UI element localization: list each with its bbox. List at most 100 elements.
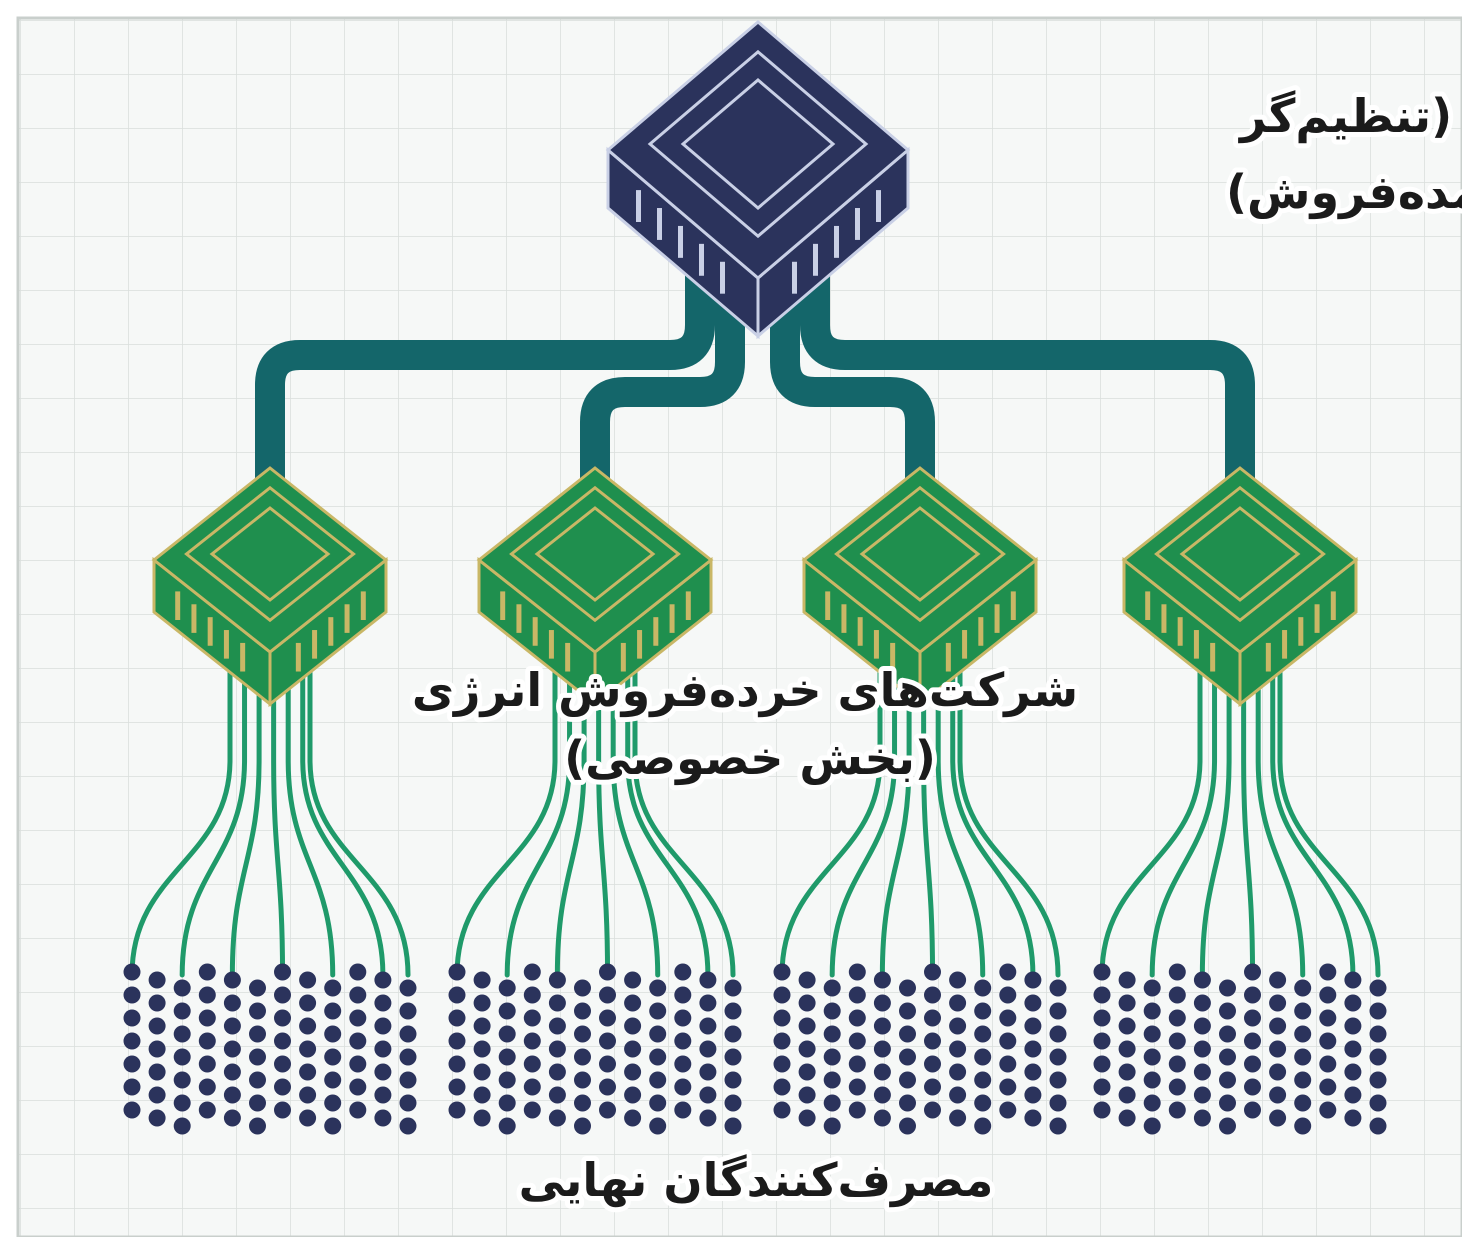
consumer-dot (349, 986, 367, 1004)
branch-line (554, 637, 587, 978)
consumer-dot (1143, 1071, 1161, 1089)
consumer-dot (223, 971, 241, 989)
consumer-dot (223, 1063, 241, 1081)
consumer-dot (1294, 1117, 1312, 1135)
branch-line (625, 637, 711, 978)
chip-pin (565, 642, 571, 672)
branch-line (1277, 637, 1381, 978)
consumer-dot (649, 1048, 667, 1066)
consumer-dot (873, 1017, 891, 1035)
consumer-dot (249, 1094, 266, 1112)
consumer-dot (1049, 1071, 1067, 1089)
consumer-dot (674, 1009, 692, 1027)
consumer-dot (299, 1063, 317, 1081)
consumer-dot (324, 979, 342, 997)
consumer-dot (1168, 1055, 1186, 1073)
consumer-dot (198, 963, 216, 981)
consumer-dot (1344, 1017, 1362, 1035)
consumer-dot (198, 1009, 216, 1027)
consumer-dot (548, 1063, 566, 1081)
consumer-dot (123, 1101, 141, 1119)
consumer-dot (1143, 1094, 1161, 1112)
chip-pin (678, 225, 683, 258)
consumer-dot (1024, 994, 1042, 1012)
consumer-dot (1344, 971, 1362, 989)
consumer-dot (1369, 1117, 1387, 1135)
consumer-dot (974, 1071, 992, 1089)
chip-pin (657, 208, 662, 240)
branch-line (1241, 637, 1256, 978)
consumer-group (123, 963, 417, 1135)
consumer-dot (448, 1078, 466, 1096)
consumer-dot (699, 1086, 717, 1104)
consumer-dot (649, 1025, 667, 1043)
branch-line (596, 637, 611, 978)
chip-pin (175, 591, 181, 620)
chip-pin (825, 591, 831, 620)
chip-pin (813, 243, 818, 276)
consumer-dot (873, 994, 891, 1012)
retailer-chip-icon (476, 466, 714, 708)
consumer-dot (823, 1002, 841, 1020)
consumer-dot (1344, 1109, 1362, 1127)
consumer-dot (1143, 1117, 1161, 1135)
consumer-dot (374, 994, 392, 1012)
consumer-dot (599, 1078, 616, 1096)
consumer-dot (123, 1009, 141, 1027)
consumer-dot (1369, 979, 1387, 997)
retailer-chip-icon (151, 466, 389, 708)
consumer-dot (798, 1086, 816, 1104)
consumer-dot (1369, 1071, 1387, 1089)
consumer-dot (274, 1055, 291, 1073)
consumer-connection-lines (129, 637, 1381, 978)
consumer-dot (1219, 1048, 1236, 1066)
consumer-dot (173, 979, 191, 997)
consumer-dot (148, 1040, 166, 1058)
chip-top-face (151, 466, 389, 654)
consumer-dot (848, 1078, 866, 1096)
consumer-dot (1269, 1109, 1287, 1127)
consumer-dot (1369, 1048, 1387, 1066)
consumer-dot (899, 1071, 916, 1089)
consumer-dot (1049, 1025, 1067, 1043)
branch-line (935, 637, 986, 978)
chip-pin (855, 208, 860, 240)
chip-rim (209, 506, 331, 602)
consumer-dot (848, 963, 866, 981)
consumer-dot (1168, 986, 1186, 1004)
consumer-dot (949, 1109, 967, 1127)
consumer-dot (498, 979, 516, 997)
consumer-group (448, 963, 742, 1135)
consumer-dot (1244, 1101, 1261, 1119)
consumer-dot (1118, 1063, 1136, 1081)
consumer-dot (949, 1063, 967, 1081)
consumer-dot (848, 1101, 866, 1119)
consumer-dot (473, 1063, 491, 1081)
consumer-dot (374, 1063, 392, 1081)
consumers-label: مصرف‌کنندگان نهایی (519, 1153, 994, 1207)
consumer-dot (324, 1094, 342, 1112)
consumer-dot (624, 1109, 642, 1127)
consumer-dot (1294, 979, 1312, 997)
chip-pin (945, 642, 951, 672)
consumer-dot (1168, 1101, 1186, 1119)
consumer-dot (574, 1025, 591, 1043)
consumer-dot (523, 1055, 541, 1073)
consumer-dot (548, 1017, 566, 1035)
chip-pin (1010, 591, 1016, 620)
consumer-dot (448, 1009, 466, 1027)
chip-pin (1177, 617, 1183, 646)
consumer-dot (574, 1002, 591, 1020)
consumer-dot (399, 1071, 417, 1089)
branch-line (950, 637, 1036, 978)
consumer-dot (448, 1032, 466, 1050)
consumer-dot (674, 1101, 692, 1119)
consumer-dot (1193, 1017, 1211, 1035)
consumer-dot (798, 1040, 816, 1058)
branch-line (1099, 637, 1203, 978)
consumer-dot (1369, 1094, 1387, 1112)
chip-pin (792, 261, 797, 294)
consumer-dot (899, 1002, 916, 1020)
chip-pin (962, 630, 968, 659)
consumer-dot (924, 1032, 941, 1050)
